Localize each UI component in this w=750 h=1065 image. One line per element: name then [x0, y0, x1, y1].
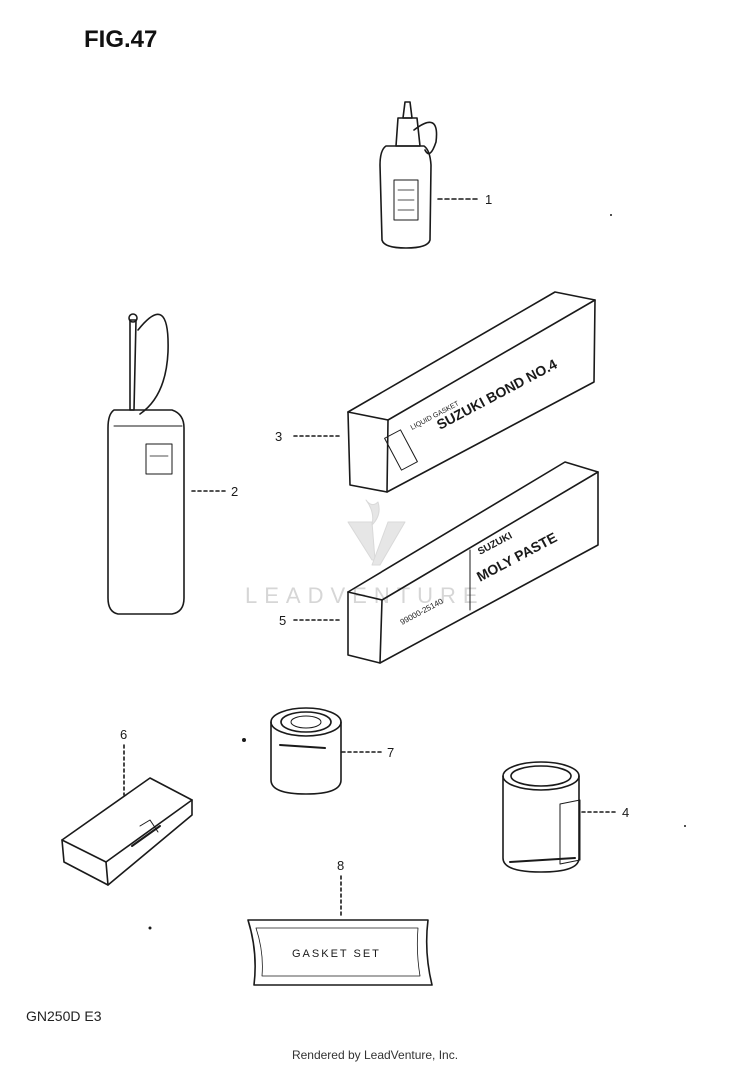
part-gasket-set[interactable]: GASKET SET — [247, 875, 433, 986]
figure-title: FIG.47 — [84, 26, 158, 53]
gasket-label: GASKET SET — [292, 948, 381, 960]
callout-4: 4 — [622, 805, 629, 820]
part-bond-box[interactable]: SUZUKI BOND NO.4 LIQUID GASKET — [293, 291, 596, 493]
print-specks — [148, 214, 686, 930]
callout-8: 8 — [337, 858, 344, 873]
callout-7: 7 — [387, 745, 394, 760]
model-code: GN250D E3 — [26, 1008, 102, 1024]
callout-5: 5 — [279, 613, 286, 628]
footer-credit: Rendered by LeadVenture, Inc. — [291, 1048, 459, 1062]
part-oil-bottle[interactable] — [379, 101, 481, 249]
watermark-logo — [347, 499, 406, 566]
moly-code-label: 99000-25140 — [399, 596, 445, 626]
bond-box-label: SUZUKI BOND NO.4 — [434, 356, 560, 433]
callout-3: 3 — [275, 429, 282, 444]
callout-1: 1 — [485, 192, 492, 207]
part-small-can[interactable] — [270, 707, 385, 795]
callout-2: 2 — [231, 484, 238, 499]
callout-6: 6 — [120, 727, 127, 742]
part-large-can[interactable] — [502, 761, 619, 873]
part-tin-can[interactable] — [107, 313, 227, 615]
part-small-pack[interactable] — [61, 744, 193, 886]
part-moly-box[interactable]: SUZUKI MOLY PASTE 99000-25140 — [293, 461, 599, 664]
